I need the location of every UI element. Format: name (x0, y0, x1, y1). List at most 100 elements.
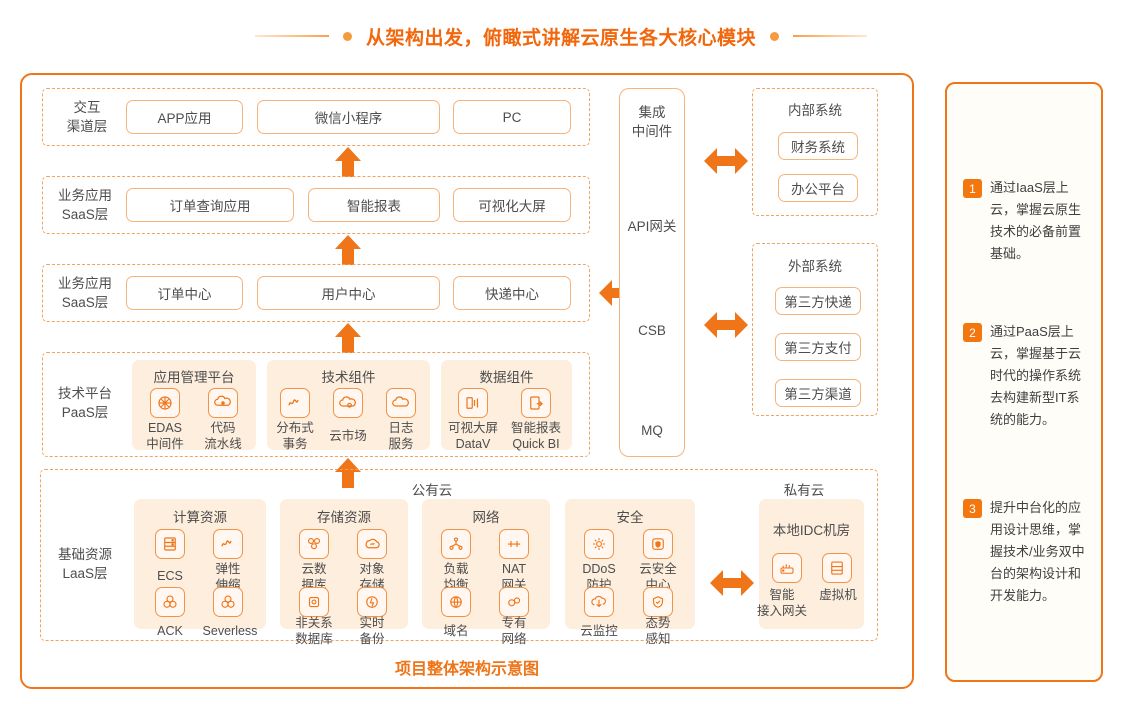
layer-saas-centers (42, 264, 590, 322)
arrow-public-to-private-cloud (710, 570, 754, 596)
note-item-2: 2 通过PaaS层上云，掌握基于云时代的操作系统去构建新型IT系统的能力。 (963, 321, 1091, 431)
cloud-market-icon (333, 388, 363, 418)
edas-icon (150, 388, 180, 418)
box-user-center[interactable]: 用户中心 (257, 276, 440, 310)
serverless-icon (213, 587, 243, 617)
smart-access-gateway-icon (772, 553, 802, 583)
layer-channel (42, 88, 590, 146)
paas-group-data-title: 数据组件 (479, 370, 534, 385)
note-badge-3: 3 (963, 499, 982, 518)
iaas-group-storage: 存储资源 云数 据库 对象 存储 (280, 499, 408, 629)
external-system-title: 外部系统 (788, 259, 842, 274)
box-third-party-channel[interactable]: 第三方渠道 (775, 379, 861, 407)
note-text-2: 通过PaaS层上云，掌握基于云时代的操作系统去构建新型IT系统的能力。 (990, 324, 1082, 427)
box-pc[interactable]: PC (453, 100, 571, 134)
code-pipeline-label: 代码 流水线 (204, 421, 242, 451)
note-item-1: 1 通过IaaS层上云，掌握云原生技术的必备前置基础。 (963, 177, 1091, 265)
iaas-group-compute: 计算资源 ECS 弹性 伸缩 (134, 499, 266, 629)
layer-saas-reports-label-l2: SaaS层 (61, 207, 109, 222)
log-service-label: 日志 服务 (388, 421, 414, 451)
realtime-backup-icon (357, 587, 387, 617)
note-item-3: 3 提升中台化的应用设计思维，掌握技术/业务双中台的架构设计和开发能力。 (963, 497, 1091, 607)
box-visual-screen[interactable]: 可视化大屏 (453, 188, 571, 222)
paas-group-app-mgmt: 应用管理平台 EDAS 中间件 代码 流水线 (132, 360, 256, 451)
box-order-center[interactable]: 订单中心 (126, 276, 243, 310)
object-storage-icon (357, 529, 387, 559)
vpc-label: 专有 网络 (501, 616, 527, 646)
nosql-database-icon (299, 587, 329, 617)
distributed-transaction-label: 分布式 事务 (276, 421, 314, 451)
ecs-label: ECS (157, 569, 183, 583)
iaas-group-network-title: 网络 (472, 510, 500, 525)
nosql-database-label: 非关系 数据库 (295, 616, 333, 646)
elastic-scaling-icon (213, 529, 243, 559)
layer-saas-reports-label-l1: 业务应用 (58, 188, 112, 203)
paas-group-app-mgmt-title: 应用管理平台 (153, 370, 235, 385)
box-third-party-express[interactable]: 第三方快递 (775, 287, 861, 315)
ecs-icon (155, 529, 185, 559)
internal-system-title: 内部系统 (788, 103, 842, 118)
header-dot-right (770, 31, 779, 41)
datav-label: 可视大屏 DataV (447, 421, 498, 451)
external-system-panel (752, 243, 878, 416)
layer-paas-label-l2: PaaS层 (61, 405, 109, 420)
note-badge-2: 2 (963, 323, 982, 342)
smart-access-gateway-label: 智能 接入网关 (756, 588, 807, 618)
layer-channel-label-l2: 渠道层 (66, 119, 108, 134)
code-pipeline-icon (208, 388, 238, 418)
layer-saas-centers-label: 业务应用 SaaS层 (42, 274, 128, 312)
box-order-query-app[interactable]: 订单查询应用 (126, 188, 294, 222)
box-app[interactable]: APP应用 (126, 100, 243, 134)
virtual-machine-icon (822, 553, 852, 583)
cloud-database-icon (299, 529, 329, 559)
public-cloud-label: 公有云 (411, 483, 453, 498)
iaas-group-security: 安全 DDoS 防护 云安全 中心 (565, 499, 695, 629)
integration-middleware-column: 集成 中间件 API网关 CSB MQ (619, 88, 685, 457)
domain-label: 域名 (443, 624, 469, 638)
situation-awareness-icon (643, 587, 673, 617)
layer-iaas-label-l1: 基础资源 (58, 547, 112, 562)
private-idc-title: 本地IDC机房 (772, 523, 851, 538)
arrow-middleware-to-internal (704, 148, 748, 174)
nat-gateway-icon (499, 529, 529, 559)
quickbi-icon (521, 388, 551, 418)
arrow-up-paas (335, 323, 361, 353)
diagram-caption: 项目整体架构示意图 (394, 661, 539, 678)
note-text-1: 通过IaaS层上云，掌握云原生技术的必备前置基础。 (990, 180, 1082, 261)
realtime-backup-label: 实时 备份 (359, 616, 385, 646)
paas-group-tech-title: 技术组件 (321, 370, 376, 385)
layer-channel-label-l1: 交互 (73, 100, 101, 115)
edas-label: EDAS 中间件 (146, 421, 184, 451)
layer-saas-reports-label: 业务应用 SaaS层 (42, 186, 128, 224)
box-office-platform[interactable]: 办公平台 (778, 174, 858, 202)
iaas-group-security-title: 安全 (616, 510, 644, 525)
cloud-market-label: 云市场 (329, 429, 367, 443)
ack-text: ACK (157, 624, 183, 638)
cloud-monitor-label: 云监控 (580, 624, 618, 638)
iaas-group-storage-title: 存储资源 (317, 510, 371, 525)
load-balancer-icon (441, 529, 471, 559)
box-wechat-miniprogram[interactable]: 微信小程序 (257, 100, 440, 134)
architecture-diagram: 交互 渠道层 APP应用 微信小程序 PC 业务应用 SaaS层 订单查询应用 … (20, 73, 914, 689)
paas-group-tech-components: 技术组件 分布式 事务 云市场 日志 服务 (267, 360, 430, 451)
header-line-left (254, 35, 329, 37)
private-cloud-label: 私有云 (783, 483, 825, 498)
layer-paas-label: 技术平台 PaaS层 (42, 384, 128, 422)
serverless-text: Severless (202, 624, 258, 638)
domain-icon (441, 587, 471, 617)
middleware-item-mq[interactable]: MQ (641, 423, 663, 438)
internal-system-panel (752, 88, 878, 216)
ddos-icon (584, 529, 614, 559)
middleware-item-csb[interactable]: CSB (638, 323, 666, 338)
arrow-up-channel (335, 147, 361, 177)
box-finance-system[interactable]: 财务系统 (778, 132, 858, 160)
quickbi-label: 智能报表 Quick BI (510, 421, 561, 451)
arrow-up-iaas (335, 458, 361, 488)
box-smart-report[interactable]: 智能报表 (308, 188, 440, 222)
middleware-item-api-gateway[interactable]: API网关 (627, 219, 677, 234)
log-service-icon (386, 388, 416, 418)
layer-iaas-label-l2: LaaS层 (62, 566, 108, 581)
box-express-center[interactable]: 快递中心 (453, 276, 571, 310)
box-third-party-payment[interactable]: 第三方支付 (775, 333, 861, 361)
iaas-group-network: 网络 负载 均衡 NAT 网关 (422, 499, 550, 629)
